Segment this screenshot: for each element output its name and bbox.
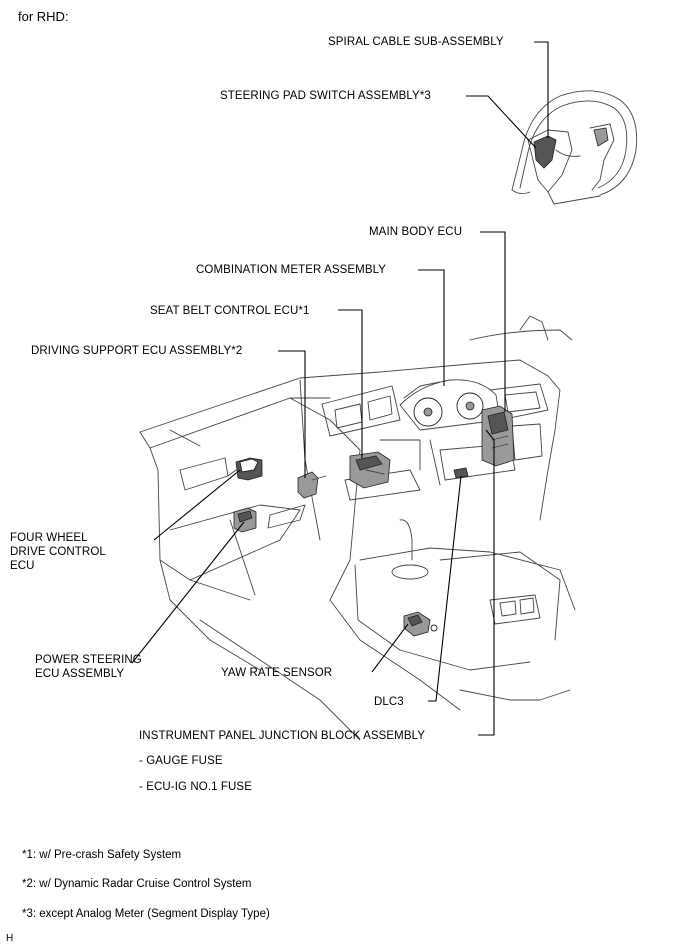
component-power-steering-ecu — [233, 507, 257, 533]
dashboard-drawing — [139, 315, 576, 741]
label-steering-pad-switch: STEERING PAD SWITCH ASSEMBLY*3 — [220, 90, 431, 102]
label-main-body-ecu: MAIN BODY ECU — [369, 226, 463, 238]
component-dlc3 — [453, 467, 469, 479]
component-yaw-rate-sensor — [403, 611, 438, 637]
component-four-wheel-drive-ecu — [227, 457, 263, 481]
label-dlc3: DLC3 — [374, 696, 404, 708]
label-combination-meter: COMBINATION METER ASSEMBLY — [196, 264, 387, 276]
label-ecu-ig-fuse: - ECU-IG NO.1 FUSE — [139, 781, 252, 793]
label-four-wheel-drive-ecu: FOUR WHEEL DRIVE CONTROL ECU — [10, 532, 106, 572]
label-power-steering-ecu: POWER STEERING ECU ASSEMBLY — [35, 654, 142, 680]
component-seat-belt-control-ecu — [349, 451, 391, 489]
footnote-1: *1: w/ Pre-crash Safety System — [22, 849, 182, 861]
label-driving-support-ecu: DRIVING SUPPORT ECU ASSEMBLY*2 — [31, 345, 243, 357]
label-gauge-fuse: - GAUGE FUSE — [139, 755, 223, 767]
steering-wheel-drawing — [511, 90, 638, 205]
label-seat-belt-control-ecu: SEAT BELT CONTROL ECU*1 — [150, 305, 310, 317]
diagram-header: for RHD: — [18, 9, 69, 24]
component-driving-support-ecu — [297, 471, 327, 499]
figure-code: H — [6, 933, 14, 944]
label-instrument-panel-junction-block: INSTRUMENT PANEL JUNCTION BLOCK ASSEMBLY — [139, 730, 426, 742]
footnote-2: *2: w/ Dynamic Radar Cruise Control Syst… — [22, 878, 252, 890]
leader-lines — [131, 41, 549, 736]
label-yaw-rate-sensor: YAW RATE SENSOR — [221, 667, 333, 679]
label-spiral-cable: SPIRAL CABLE SUB-ASSEMBLY — [328, 36, 504, 48]
component-main-body-ecu — [481, 405, 515, 467]
footnote-3: *3: except Analog Meter (Segment Display… — [22, 908, 270, 920]
